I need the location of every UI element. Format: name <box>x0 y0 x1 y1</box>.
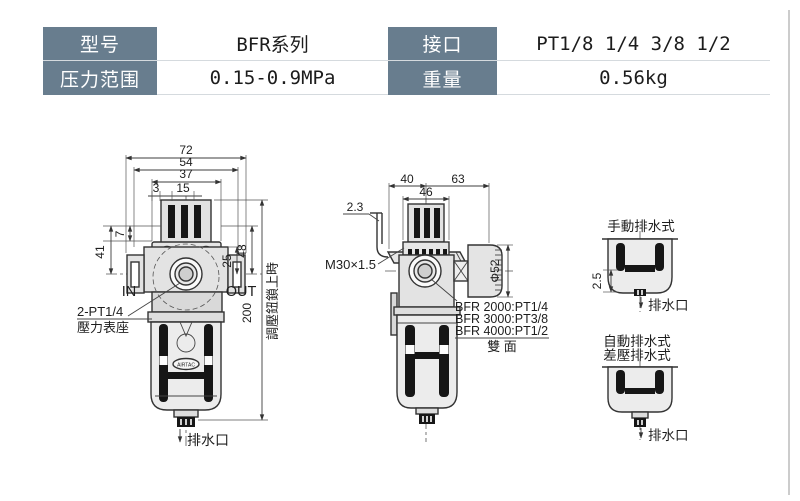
slot-clip <box>204 356 213 365</box>
spec-header-pressure-range: 压力范围 <box>43 61 157 95</box>
port-note-3: BFR 4000:PT1/2 <box>455 324 548 338</box>
bonnet-tooth <box>429 249 433 255</box>
brand-logo-text: AIRTAC <box>177 363 195 369</box>
front-dashed-circle <box>152 243 220 311</box>
dim-7: 7 <box>113 230 127 237</box>
spec-header-port: 接口 <box>388 27 497 61</box>
spec-value-pressure-range: 0.15-0.9MPa <box>157 61 388 95</box>
gauge-knurling <box>495 249 502 291</box>
slot-clip <box>405 345 415 354</box>
dim-dia52: Φ52 <box>488 259 502 282</box>
spec-value-model: BFR系列 <box>157 27 388 61</box>
spec-header-model: 型号 <box>43 27 157 61</box>
side-knob-rib <box>434 208 440 238</box>
gauge-seat-label-line1: 2-PT1/4 <box>77 304 123 319</box>
bonnet-tooth <box>422 249 426 255</box>
gauge-cylinder <box>467 244 503 298</box>
manual-drain-title: 手動排水式 <box>607 219 675 234</box>
thread-leader-line <box>377 247 405 265</box>
side-drain-step <box>415 407 439 415</box>
front-lower-body <box>151 291 223 313</box>
auto-drain-label: 排水口 <box>648 428 689 443</box>
slot-clip <box>439 345 449 354</box>
label-in: IN <box>122 284 137 300</box>
dim-3: 3 <box>153 181 160 195</box>
dim-2-5: 2.5 <box>590 272 604 289</box>
outlet-cross <box>453 260 469 282</box>
auto-drain-title-line1: 自動排水式 <box>603 334 671 349</box>
bonnet-tooth <box>415 249 419 255</box>
spec-table: 型号 BFR系列 接口 PT1/8 1/4 3/8 1/2 压力范围 0.15-… <box>43 27 770 95</box>
bonnet-tooth <box>436 249 440 255</box>
bowl-valve-circle <box>176 333 196 353</box>
sight-slot <box>655 370 664 394</box>
dim-25: 25 <box>220 254 234 268</box>
sight-slot <box>616 370 625 394</box>
bonnet-tooth <box>443 249 447 255</box>
front-knob-rib <box>168 205 175 238</box>
port-note-1: BFR 2000:PT1/4 <box>455 300 548 314</box>
dim-46: 46 <box>419 185 433 199</box>
bowl-crossbar <box>625 265 655 272</box>
brand-logo-oval <box>172 357 200 371</box>
dim-40: 40 <box>400 172 414 186</box>
both-sides-label: 雙 面 <box>487 339 517 354</box>
front-drain-label: 排水口 <box>187 432 229 448</box>
auto-drain-title-line2: 差壓排水式 <box>603 348 671 363</box>
port-slot <box>130 261 140 288</box>
auto-drain-step <box>631 411 649 419</box>
front-knob-rib <box>181 205 188 238</box>
front-center-port-core <box>178 266 194 282</box>
sight-slot <box>616 243 625 271</box>
dim-15: 15 <box>176 181 190 195</box>
dim-37: 37 <box>179 167 193 181</box>
front-view: AIRTAC 72 54 37 3 15 <box>77 143 280 448</box>
port-leader-line <box>430 278 458 302</box>
side-knob-rib <box>424 208 430 238</box>
bowl-deflector <box>179 321 193 338</box>
manual-drain-nub <box>634 289 646 296</box>
bracket-bend <box>376 246 389 258</box>
manual-drain-label: 排水口 <box>648 298 689 313</box>
side-view: 40 63 46 2.3 M30×1.5 Φ52 BFR 2000:PT1/4 … <box>325 172 549 442</box>
bowl-crossbar <box>415 352 439 359</box>
front-bowl-flange <box>147 311 225 323</box>
spec-header-weight: 重量 <box>388 61 497 95</box>
auto-drain-view: 自動排水式 差壓排水式 排水口 <box>602 334 689 443</box>
side-knob-rib <box>414 208 420 238</box>
spec-value-weight: 0.56kg <box>497 61 770 95</box>
manual-drain-view: 手動排水式 2.5 排水口 <box>590 219 689 313</box>
spec-value-port: PT1/8 1/4 3/8 1/2 <box>497 27 770 61</box>
slot-clip <box>159 356 168 365</box>
sight-slot <box>405 325 415 397</box>
front-knob-rib <box>194 205 201 238</box>
gauge-leader-line <box>127 282 181 317</box>
bowl-crossbar <box>168 372 204 379</box>
bowl-crossbar <box>625 388 655 394</box>
front-drain-step <box>173 409 199 418</box>
dim-200: 200 <box>240 303 254 323</box>
dim-63: 63 <box>451 172 465 186</box>
bonnet-tooth <box>408 249 412 255</box>
knob-locked-note: 調壓鈕鎖上時 <box>265 262 280 340</box>
thread-label: M30×1.5 <box>325 257 376 272</box>
auto-drain-valve <box>634 418 646 427</box>
side-bowl-flange <box>393 306 461 316</box>
dim-41: 41 <box>93 245 107 259</box>
port-note-2: BFR 3000:PT3/8 <box>455 312 548 326</box>
dim-54: 54 <box>179 155 193 169</box>
label-out: OUT <box>226 284 257 300</box>
side-center-port-core <box>417 263 433 279</box>
dim-72: 72 <box>179 143 193 157</box>
sight-slot <box>439 325 449 397</box>
leader-line <box>368 213 380 222</box>
sight-slot <box>655 243 664 271</box>
dim-2-3: 2.3 <box>347 200 364 214</box>
gauge-seat-label-line2: 壓力表座 <box>77 320 129 335</box>
